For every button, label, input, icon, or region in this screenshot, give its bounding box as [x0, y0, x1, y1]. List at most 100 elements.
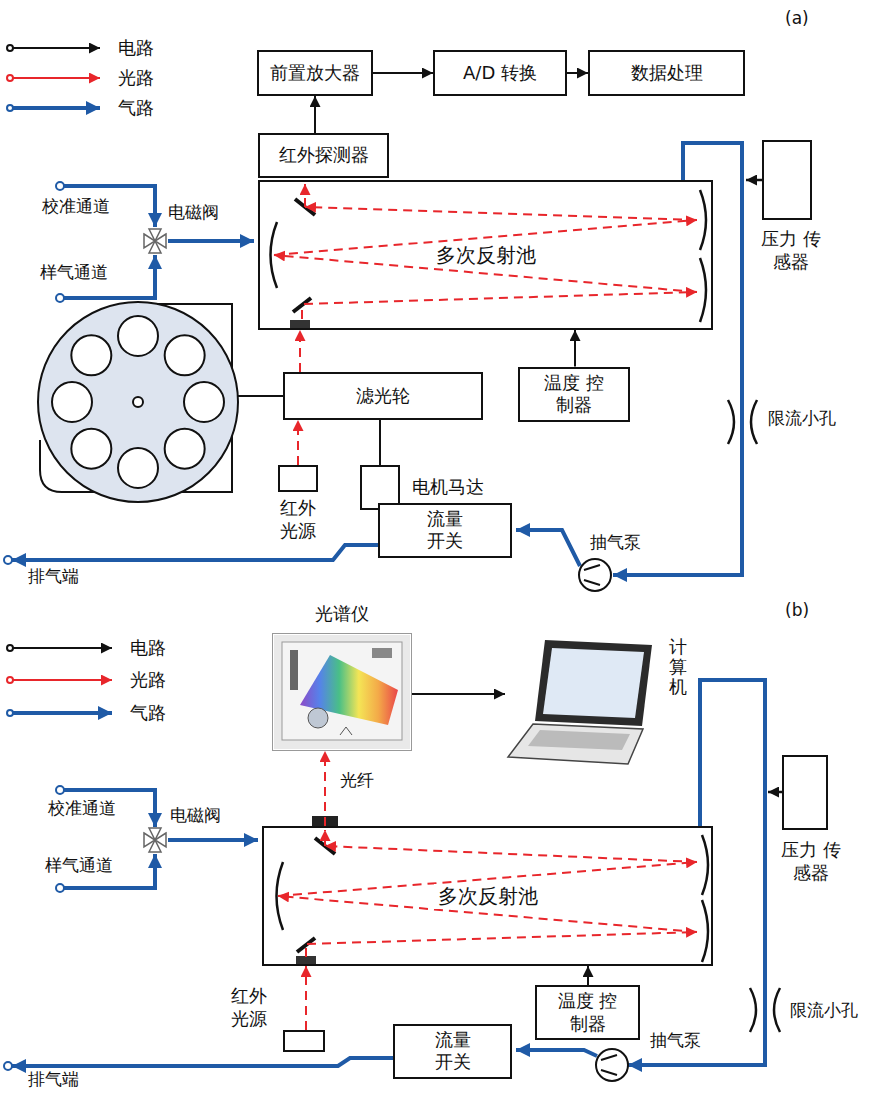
orifice-label: 限流小孔	[768, 408, 836, 428]
legend-label: 电路	[118, 37, 154, 59]
orifice-label: 限流小孔	[790, 1000, 858, 1020]
gas-pipes	[56, 294, 64, 302]
filter-hole	[118, 448, 158, 488]
node-label: A/D 转换	[463, 62, 537, 85]
optical-rays	[324, 830, 326, 846]
node-label: 温度 控制器	[543, 372, 604, 417]
cell-mirrors	[700, 258, 706, 322]
legend-samples	[13, 711, 112, 715]
cell-mirrors	[296, 956, 316, 965]
filter-hole	[118, 316, 158, 356]
optical-path	[299, 330, 301, 372]
optical-rays	[305, 207, 697, 220]
flow-orifice	[728, 400, 757, 444]
filter-wheel-disk	[38, 302, 238, 502]
legend-label: 光路	[130, 669, 166, 691]
gas-pipes	[516, 1050, 597, 1056]
optical-rays	[304, 292, 697, 304]
optical-rays	[307, 932, 697, 944]
node-outline	[272, 633, 412, 751]
node-label: 计算机	[669, 637, 687, 696]
temperature-controller: 温度 控制器	[518, 367, 630, 422]
spectrometer-picture	[308, 708, 328, 728]
node-label: 多次反射池	[432, 243, 540, 268]
solenoid-valve	[149, 840, 161, 852]
node-label: 温度 控制器	[557, 990, 618, 1035]
filter-wheel-disk	[52, 316, 224, 488]
outlet-label: 排气端	[28, 566, 79, 586]
filter-hole	[184, 382, 224, 422]
legend-label: 光路	[118, 67, 154, 89]
optical-path	[305, 966, 307, 1030]
node-label: 压力 传感器	[756, 228, 826, 273]
optical-rays	[305, 948, 307, 957]
optical-path	[297, 420, 299, 465]
node-label: 红外 光源	[226, 985, 272, 1030]
legend-label: 电路	[130, 637, 166, 659]
signal-line	[567, 72, 588, 74]
pump-label: 抽气泵	[650, 1030, 701, 1050]
filter-wheel-box: 滤光轮	[283, 372, 483, 420]
legend-samples	[13, 647, 112, 649]
gas-pipes	[4, 143, 742, 575]
optical-rays	[325, 846, 697, 862]
gas-pipes	[516, 530, 580, 566]
legend-samples	[7, 645, 13, 651]
node-label: 红外 光源	[272, 497, 324, 542]
flow-orifice	[750, 988, 756, 1032]
filter-hole	[52, 382, 92, 422]
panel-tag: (b)	[785, 600, 809, 620]
temperature-controller: 温度 控制器	[535, 985, 640, 1040]
legend-samples	[13, 679, 112, 681]
gas-pipes	[56, 786, 64, 794]
node-label: 流量 开关	[430, 1029, 475, 1074]
cell-mirrors	[277, 816, 709, 965]
optical-rays	[304, 184, 306, 207]
signal-line	[373, 72, 433, 74]
node-outline	[283, 1030, 325, 1052]
outlet-label: 排气端	[28, 1069, 79, 1089]
spectrometer: 光谱仪	[272, 603, 412, 753]
filter-hole	[71, 335, 111, 375]
inlet-label: 校准通道	[42, 196, 110, 216]
signal-line	[587, 966, 589, 985]
ir-source: 红外 光源	[226, 985, 328, 1055]
processing-box: 数据处理	[588, 50, 745, 96]
optical-rays	[278, 830, 697, 957]
node-label: 红外探测器	[279, 144, 369, 167]
pressure-sensor: 压力 传感器	[776, 755, 846, 890]
adc-box: A/D 转换	[433, 50, 567, 96]
flow-orifice	[751, 400, 757, 444]
legend-samples	[7, 105, 13, 111]
pump-symbol	[601, 1055, 617, 1075]
solenoid-valve	[144, 828, 166, 852]
flow-orifice	[750, 988, 780, 1032]
legend-samples	[13, 77, 100, 79]
multipass-cell: 多次反射池	[258, 180, 713, 330]
filter-wheel-disk	[38, 302, 283, 502]
gas-pipes	[56, 182, 64, 190]
sensor-arrow	[768, 791, 782, 794]
signal-line	[314, 96, 316, 133]
gas-pipes	[613, 143, 742, 575]
gas-pipes	[56, 884, 64, 892]
solenoid-valve	[144, 229, 166, 253]
gas-pipes	[12, 1058, 393, 1066]
signal-line	[412, 693, 505, 695]
node-label: 滤光轮	[356, 385, 410, 408]
filter-hole	[165, 429, 205, 469]
node-label: 多次反射池	[434, 884, 542, 909]
node-label: 数据处理	[631, 62, 703, 85]
pump-label: 抽气泵	[590, 532, 641, 552]
multipass-cell: 多次反射池	[262, 826, 713, 966]
inlet-label: 校准通道	[48, 798, 116, 818]
laptop-picture	[535, 640, 652, 726]
optical-rays	[274, 184, 697, 319]
node-label: 前置放大器	[270, 62, 360, 85]
node-label: 光谱仪	[272, 603, 412, 626]
spectrometer-picture	[290, 650, 298, 690]
panel-tag: (a)	[785, 8, 809, 28]
gas-pipes	[628, 680, 765, 1065]
cell-mirrors	[293, 298, 311, 312]
